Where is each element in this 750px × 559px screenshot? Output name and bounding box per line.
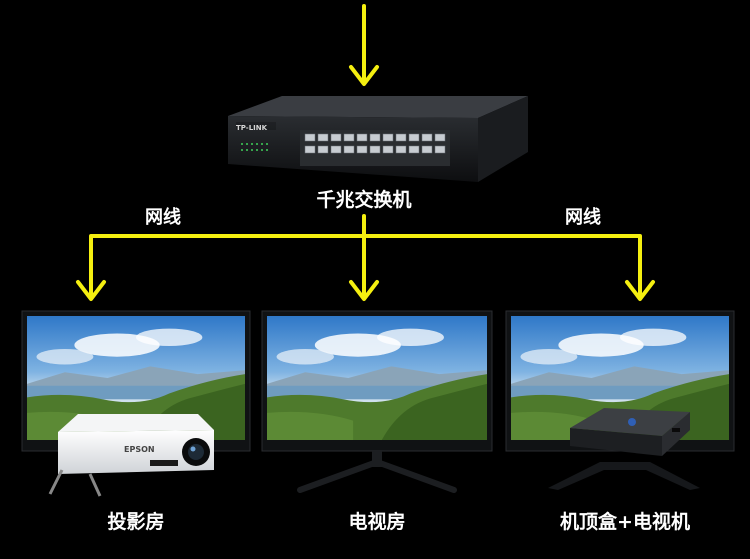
projector-icon: EPSON (48, 414, 214, 497)
left-arrowhead (76, 280, 106, 301)
monitor-icon-center (261, 310, 493, 493)
room-label-set-top-box: 机顶盒+电视机 (560, 510, 690, 533)
room-label-tv: 电视房 (348, 510, 405, 533)
center-arrowhead (349, 280, 379, 301)
cable-lines (76, 4, 655, 301)
switch-leds (241, 143, 268, 151)
switch-label: 千兆交换机 (316, 188, 411, 211)
monitor-icon-right (505, 310, 735, 490)
switch-brand: TP-LINK (236, 124, 268, 132)
projector-brand: EPSON (124, 445, 155, 454)
right-arrowhead (625, 280, 655, 301)
uplink-arrowhead (349, 65, 379, 86)
room-label-projector: 投影房 (107, 510, 164, 533)
right-cable-label: 网线 (565, 206, 601, 228)
switch-ports (300, 130, 450, 166)
left-cable-label: 网线 (145, 206, 181, 228)
network-switch-icon: TP-LINK (228, 96, 528, 182)
set-top-box-icon (570, 408, 690, 456)
